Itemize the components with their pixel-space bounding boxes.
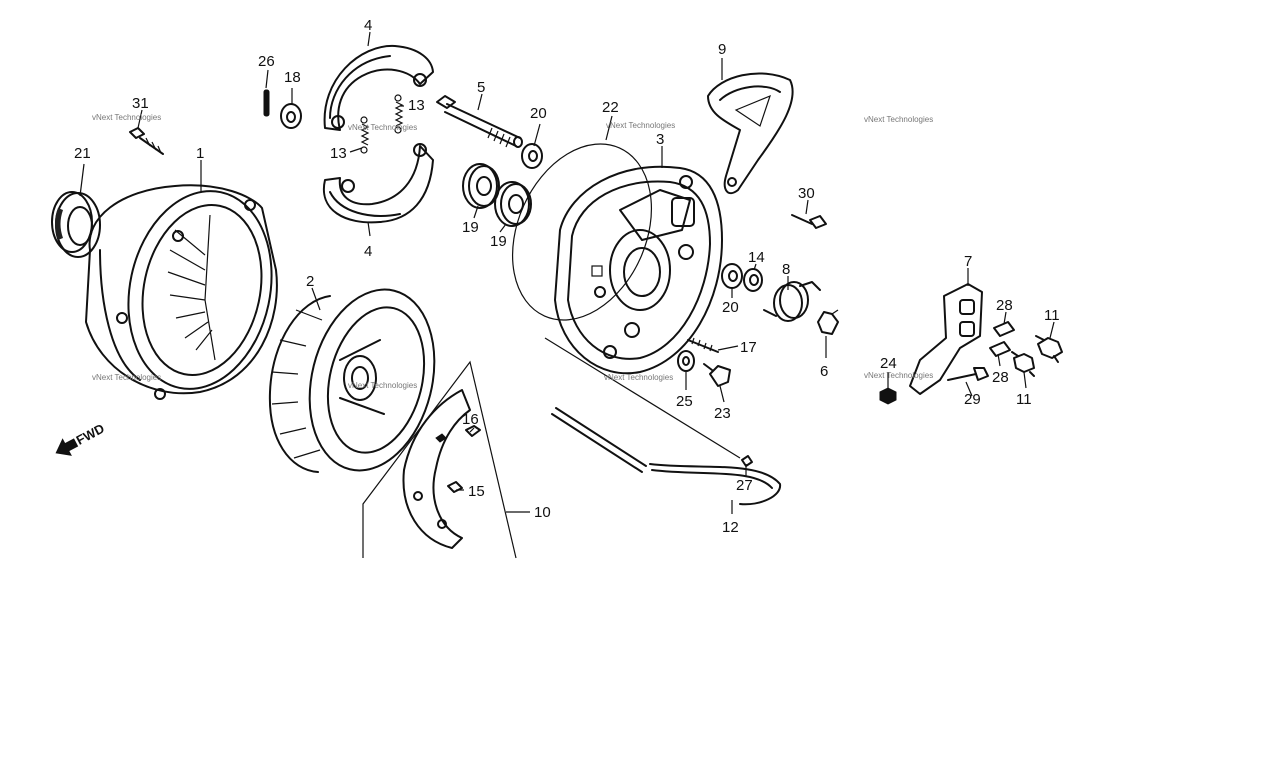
- part-24-nut: [879, 387, 897, 405]
- callout-2: 2: [306, 273, 314, 290]
- callout-23: 23: [714, 405, 731, 422]
- watermark: vNext Technologies: [864, 115, 933, 124]
- part-6-indicator: [817, 309, 839, 335]
- callout-28-upper: 28: [996, 297, 1013, 314]
- callout-5: 5: [477, 79, 485, 96]
- part-7-brake-arm: [909, 283, 983, 395]
- watermark: vNext Technologies: [606, 121, 675, 130]
- callout-1: 1: [196, 145, 204, 162]
- callout-25: 25: [676, 393, 693, 410]
- part-12-cable: [551, 407, 782, 506]
- watermark: vNext Technologies: [348, 381, 417, 390]
- part-27-clip: [741, 455, 753, 467]
- callout-27: 27: [736, 477, 753, 494]
- part-5-camshaft: [436, 95, 523, 148]
- part-11-wing-nut-lower: [1011, 351, 1035, 377]
- callout-11-lower: 11: [1016, 391, 1032, 408]
- part-25-washer: [677, 350, 695, 372]
- part-9-cover: [707, 72, 794, 195]
- part-10-shoe-assembly: [362, 360, 517, 559]
- part-4-brake-shoe-upper: [323, 44, 434, 131]
- part-18-washer: [280, 103, 302, 129]
- watermarks: vNext Technologies vNext Technologies vN…: [92, 113, 933, 390]
- part-20-seal-upper: [521, 143, 543, 169]
- part-31-bolt: [129, 127, 164, 155]
- callout-4-upper: 4: [364, 17, 372, 34]
- callout-20-lower: 20: [722, 299, 739, 316]
- watermark: vNext Technologies: [92, 373, 161, 382]
- part-28-pin-upper: [993, 321, 1015, 337]
- callout-15: 15: [468, 483, 485, 500]
- part-21-oil-seal: [51, 191, 101, 258]
- callout-12: 12: [722, 519, 739, 536]
- part-29-bolt: [947, 367, 989, 381]
- callout-18: 18: [284, 69, 301, 86]
- part-17-stud: [687, 337, 719, 353]
- watermark: vNext Technologies: [604, 373, 673, 382]
- callout-11-upper: 11: [1044, 307, 1060, 324]
- part-1-drum-cover: [85, 184, 278, 400]
- callout-8: 8: [782, 261, 790, 278]
- part-23-bolt: [703, 363, 731, 387]
- part-8-return-spring: [763, 281, 821, 322]
- callout-22: 22: [602, 99, 619, 116]
- watermark: vNext Technologies: [92, 113, 161, 122]
- fwd-direction-marker: FWD: [55, 421, 107, 456]
- callout-29: 29: [964, 391, 981, 408]
- part-14-washer: [743, 268, 763, 292]
- callout-28-lower: 28: [992, 369, 1009, 386]
- part-28-pin-lower: [989, 341, 1011, 357]
- callout-labels: 1 2 3 4 4 5 6 7 8 9 10 11 11 12 13 13 14…: [74, 17, 1060, 536]
- part-2-brake-drum: [268, 288, 436, 473]
- part-19-bearing-right: [494, 181, 532, 227]
- callout-21: 21: [74, 145, 91, 162]
- part-26-pin: [263, 89, 270, 117]
- callout-17: 17: [740, 339, 757, 356]
- callout-31: 31: [132, 95, 149, 112]
- part-11-wing-nut-upper: [1035, 335, 1063, 363]
- callout-13-left: 13: [330, 145, 347, 162]
- callout-19-right: 19: [490, 233, 507, 250]
- part-20-seal-lower: [721, 263, 743, 289]
- callout-10: 10: [534, 504, 551, 521]
- callout-14: 14: [748, 249, 765, 266]
- callout-24: 24: [880, 355, 897, 372]
- watermark: vNext Technologies: [348, 123, 417, 132]
- callout-9: 9: [718, 41, 726, 58]
- watermark: vNext Technologies: [864, 371, 933, 380]
- part-22-o-ring: [511, 143, 653, 321]
- callout-7: 7: [964, 253, 972, 270]
- callout-3: 3: [656, 131, 664, 148]
- part-3-brake-panel: [554, 165, 723, 375]
- part-4-brake-shoe-lower: [322, 143, 434, 224]
- part-19-bearing-left: [462, 163, 500, 209]
- callout-4-lower: 4: [364, 243, 372, 260]
- callout-16: 16: [462, 411, 479, 428]
- callout-6: 6: [820, 363, 828, 380]
- part-13-spring-left: [360, 116, 370, 154]
- leader-lines: [79, 31, 1055, 514]
- fwd-arrow-icon: [55, 438, 79, 456]
- callout-13-right: 13: [408, 97, 425, 114]
- callout-26: 26: [258, 53, 275, 70]
- callout-30: 30: [798, 185, 815, 202]
- part-30-bolt: [791, 214, 827, 229]
- callout-19-left: 19: [462, 219, 479, 236]
- callout-20-upper: 20: [530, 105, 547, 122]
- fwd-label: FWD: [74, 421, 107, 448]
